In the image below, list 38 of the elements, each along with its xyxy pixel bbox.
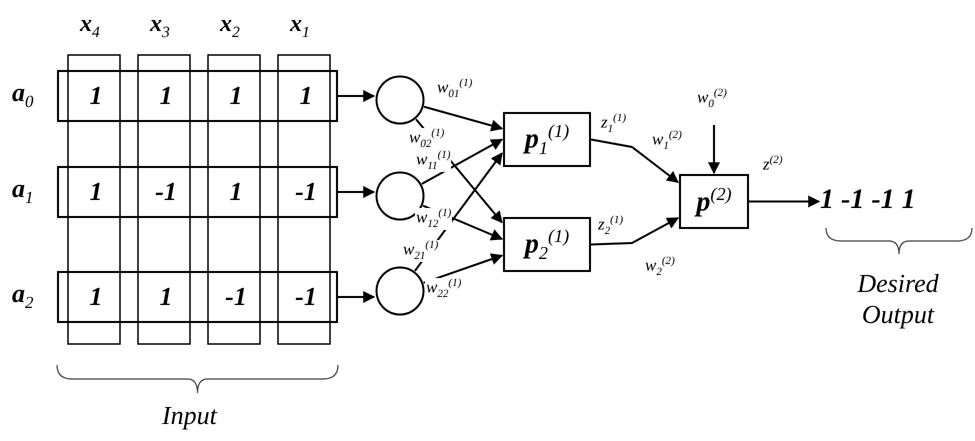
cell-value: -1 [225, 282, 247, 312]
arrow [590, 217, 680, 246]
row-label: a$_{2}$ [12, 281, 34, 312]
arrow [338, 186, 376, 198]
cell-value: 1 [90, 282, 102, 312]
row-box [57, 271, 338, 323]
arrow [590, 138, 679, 184]
cell-value: -1 [155, 177, 177, 207]
arrow [749, 196, 820, 208]
arrow [423, 253, 504, 284]
cell-value: 1 [230, 177, 242, 207]
caption-text: Input [162, 403, 217, 429]
cell-value: -1 [295, 177, 317, 207]
neuron-box: p$^{(2)}$ [679, 174, 749, 229]
column-label: x$_{3}$ [150, 12, 170, 40]
arrow [421, 138, 504, 185]
column-label: x$_{1}$ [290, 12, 310, 40]
arrow [338, 291, 376, 303]
column-label: x$_{4}$ [80, 12, 100, 40]
arrow [424, 106, 504, 132]
arrow [708, 125, 720, 174]
cell-value: -1 [295, 282, 317, 312]
cell-value: 1 [300, 81, 312, 111]
row-box [57, 70, 338, 122]
cell-value: 1 [90, 177, 102, 207]
output-values: 1 -1 -1 1 [820, 180, 975, 220]
cell-value: 1 [90, 81, 102, 111]
arrow [338, 90, 376, 102]
caption-text: Desired Output [856, 268, 940, 330]
cell-value: 1 [160, 81, 172, 111]
cell-value: 1 [230, 81, 242, 111]
cell-value: 1 [160, 282, 172, 312]
row-box [57, 166, 338, 218]
row-label: a$_{0}$ [12, 80, 34, 112]
row-label: a$_{1}$ [12, 176, 34, 208]
circle-node [375, 75, 425, 125]
column-label: x$_{2}$ [220, 12, 240, 40]
circle-node [375, 266, 425, 316]
